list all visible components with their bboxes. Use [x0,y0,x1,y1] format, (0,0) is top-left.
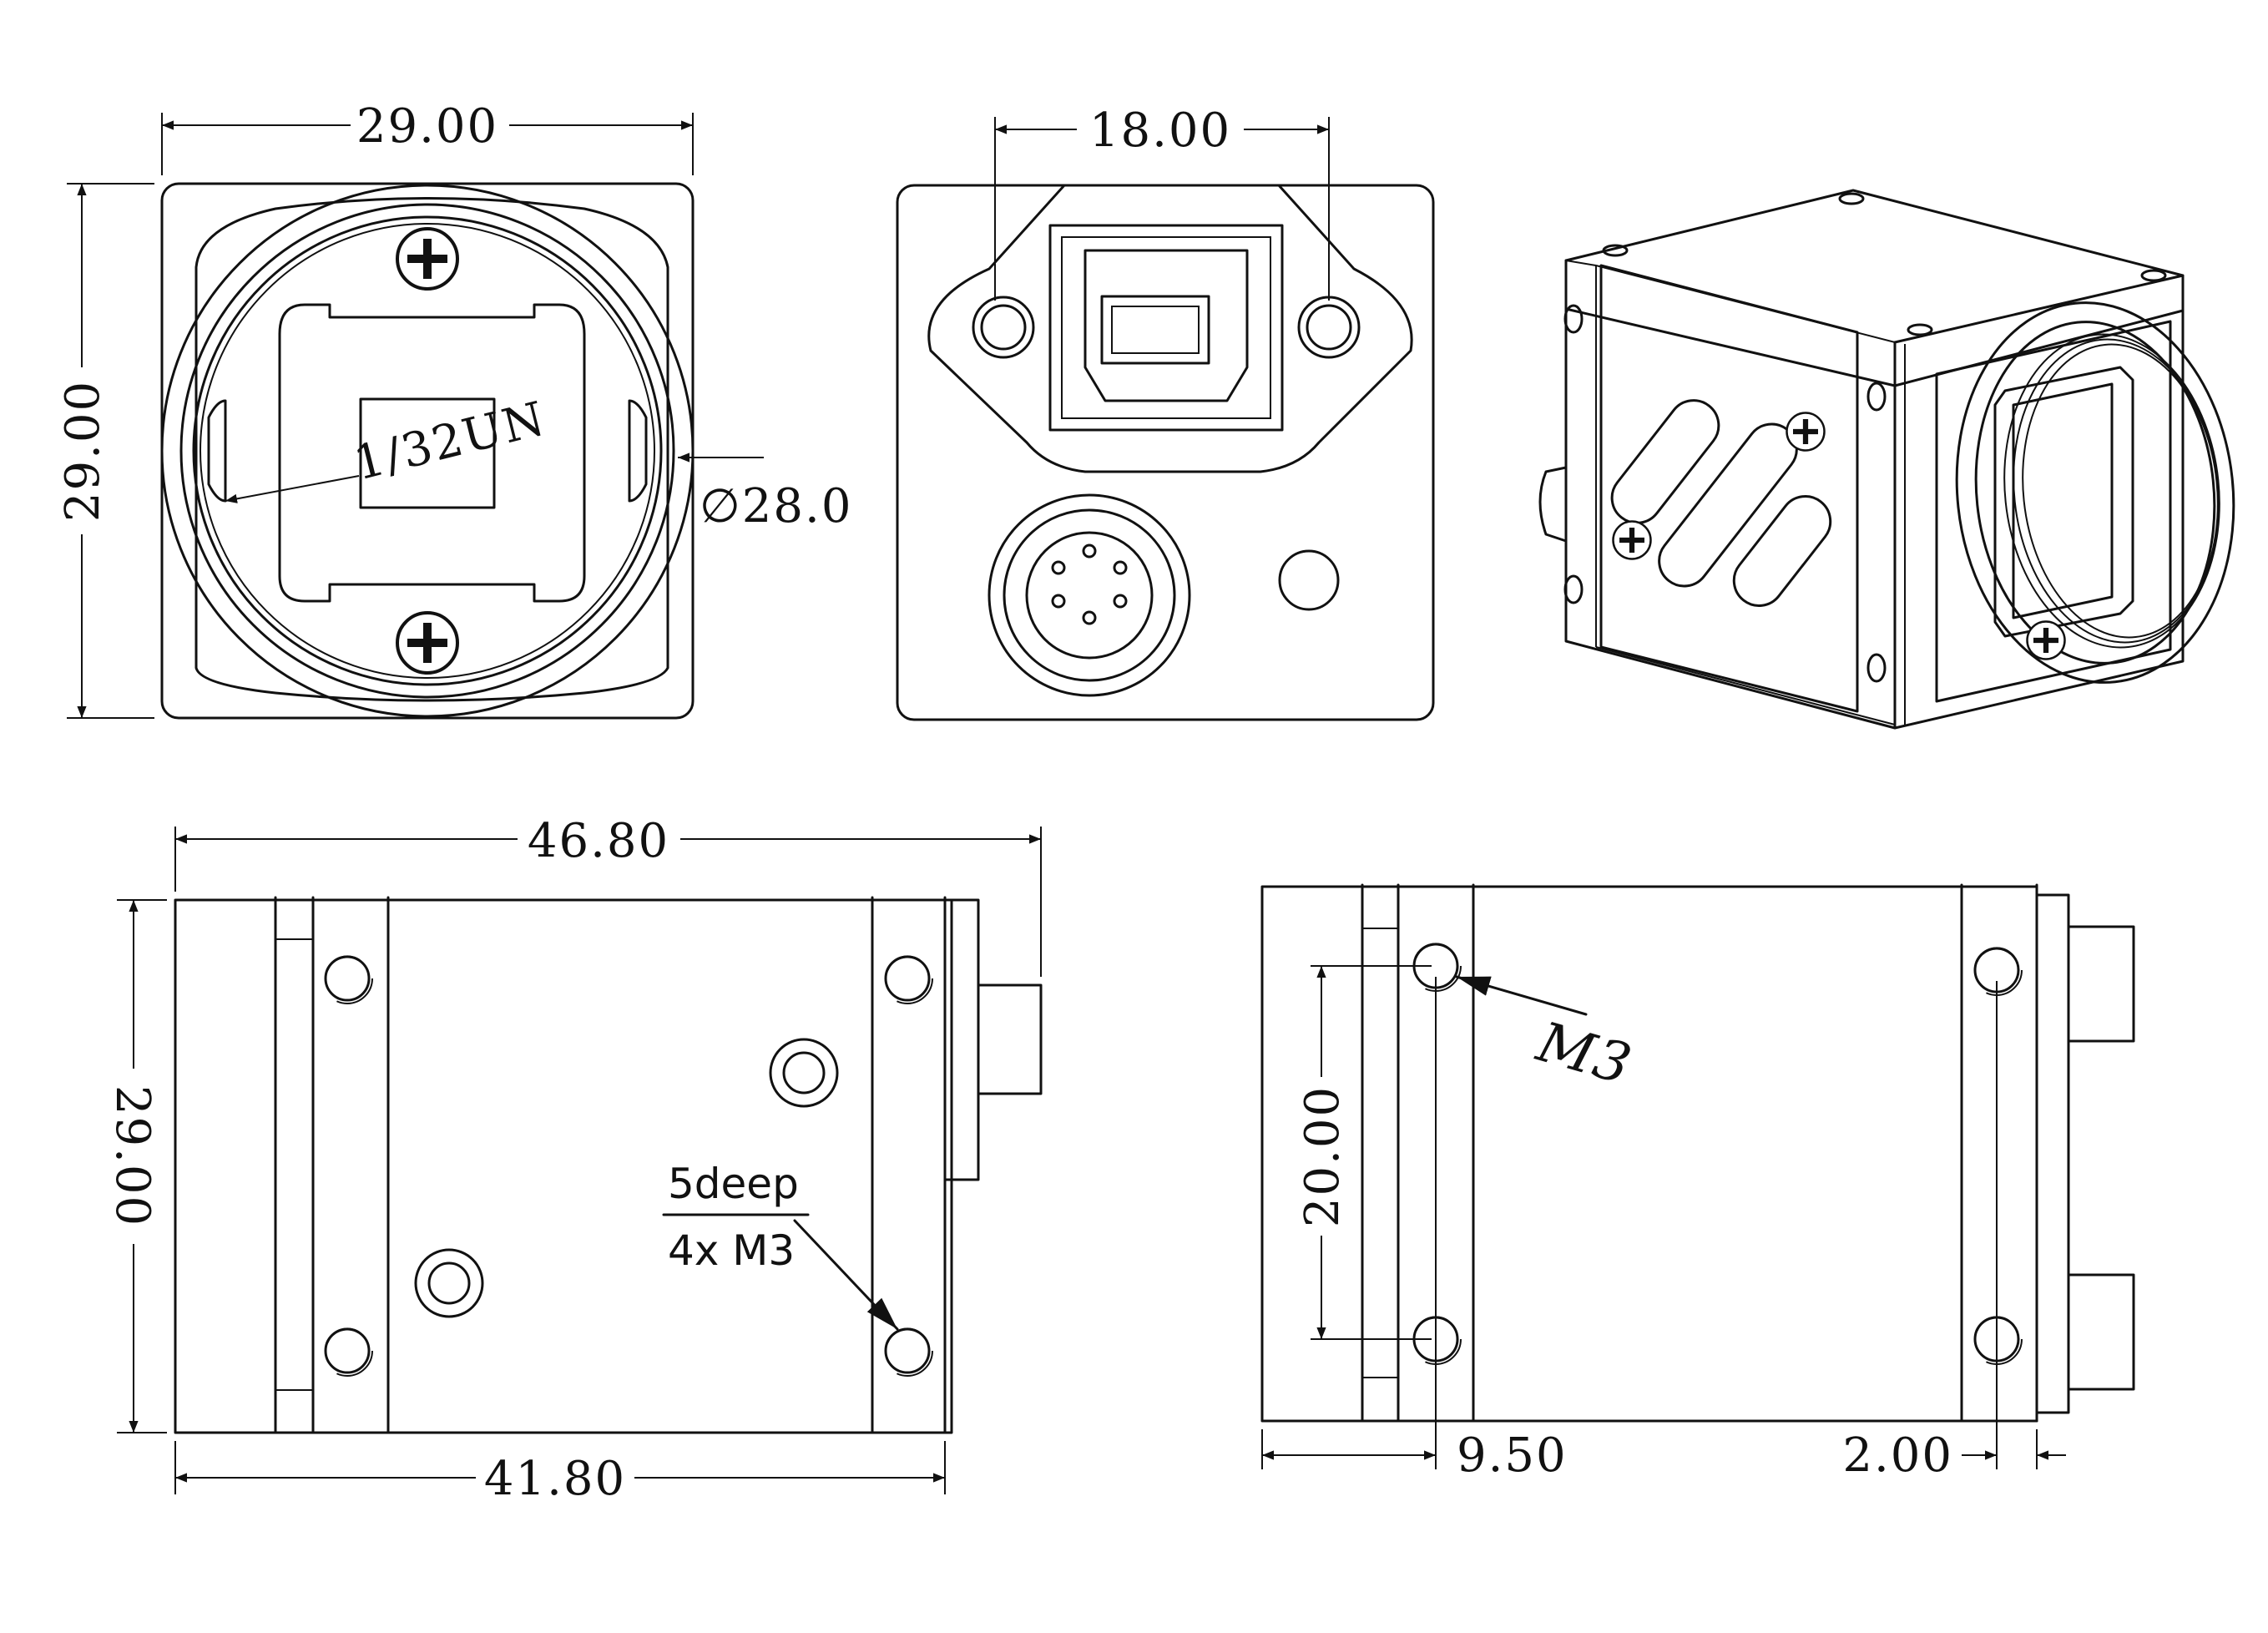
isometric-view [1538,189,2235,730]
iso-front-face [1893,274,2185,730]
phillips-screw-icon-top [396,227,459,291]
front-bevel [194,197,669,702]
usb-b-socket [1083,249,1249,402]
side-view-left: 46.80 41.80 29.00 5deep 4x M3 [105,814,1043,1506]
thread-label: 1/32UN [349,392,552,492]
flange-hole-right [1306,304,1352,351]
iso-phillips-screw-icon-1 [1786,412,1826,452]
side-right-hole-offset-left-dim: 9.50 [1457,1428,1568,1483]
diameter-label: ∅28.0 [700,479,852,533]
side-right-hole-vertical-dim: 20.00 [1296,1085,1350,1227]
thread-leader [225,475,360,503]
side-view-right: M3 20.00 9.50 2.00 [1260,883,2135,1483]
usb-port-outer [1048,224,1284,432]
iso-side-face [1564,259,1897,730]
side-right-m3-leader [1455,975,1588,1016]
iso-phillips-screw-icon-2 [1612,520,1652,560]
side-left-mount-hole-1 [321,952,374,1005]
side-left-body-length-dim: 41.80 [484,1452,626,1506]
side-left-mount-hole-4 [881,1324,934,1378]
iso-rear-connector [1538,466,1568,543]
rear-body-outline [896,184,1435,721]
side-left-mount-hole-2 [321,1324,374,1378]
iso-phillips-screw-icon-3 [2026,620,2066,660]
iso-top-face [1564,189,2185,387]
side-left-note-depth: 5deep [668,1160,799,1208]
iso-vent-slots [1610,399,1832,607]
lens-mount-outer [160,184,695,718]
side-left-total-length-dim: 46.80 [528,814,669,868]
flange-hole-left [980,304,1027,351]
iso-front-plate [1935,320,2172,703]
rear-view: 18.00 [896,104,1435,721]
side-left-tripod-hole-2-outer [414,1248,484,1318]
io-connector-outer [988,493,1191,697]
iso-sensor-opening [1993,366,2134,638]
thread-ring [200,223,655,679]
lens-mount-inner-ring [192,215,663,686]
side-left-usb-flange [943,898,980,1181]
front-width-dim: 29.00 [356,99,498,154]
side-left-tripod-hole-1 [782,1051,826,1095]
iso-sensor-housing [2012,382,2114,619]
status-led [1278,549,1340,611]
side-left-usb-plug [977,983,1043,1095]
front-side-clip-right [628,399,648,503]
side-right-rear-flange [2035,893,2070,1414]
flange-hole-outer-left [972,296,1035,359]
side-left-tripod-hole-1-outer [769,1038,839,1108]
rear-hole-spacing-dim: 18.00 [1089,104,1231,158]
usb-b-tongue-inner [1111,306,1200,354]
io-connector-pins [1051,543,1128,625]
side-left-tripod-hole-2 [427,1261,471,1305]
phillips-screw-icon-bottom [396,611,459,675]
side-left-mount-hole-3 [881,952,934,1005]
io-connector-ring [1003,508,1176,682]
iso-lens-mount-inner [1974,321,2216,665]
side-left-note-leader [793,1219,899,1331]
lens-mount-ring [179,203,675,699]
sensor-window [359,397,496,509]
io-connector-face [1025,531,1154,660]
side-right-connector-top [2067,925,2135,1043]
iso-side-bottom-edge [1595,646,1896,725]
side-left-note-holes: 4x M3 [668,1226,795,1275]
side-right-m3-label: M3 [1530,1009,1639,1098]
side-right-hole-offset-right-dim: 2.00 [1842,1428,1953,1483]
side-left-height-dim: 29.00 [105,1085,159,1227]
usb-b-tongue [1100,295,1210,365]
iso-thread-lines [2003,333,2220,649]
iso-lens-mount-outer [1955,301,2235,684]
side-left-body [174,898,953,1434]
usb-flange [927,184,1413,473]
iso-mount-holes [1563,192,2167,683]
usb-port-inner [1061,236,1271,419]
front-side-clip-left [207,399,227,503]
iso-side-panel [1599,264,1859,713]
sensor-housing [278,303,586,603]
front-view: 29.00 29.00 1/32UN ∅28.0 [56,99,852,720]
front-height-dim: 29.00 [56,380,110,522]
side-right-connector-bottom [2067,1273,2135,1391]
